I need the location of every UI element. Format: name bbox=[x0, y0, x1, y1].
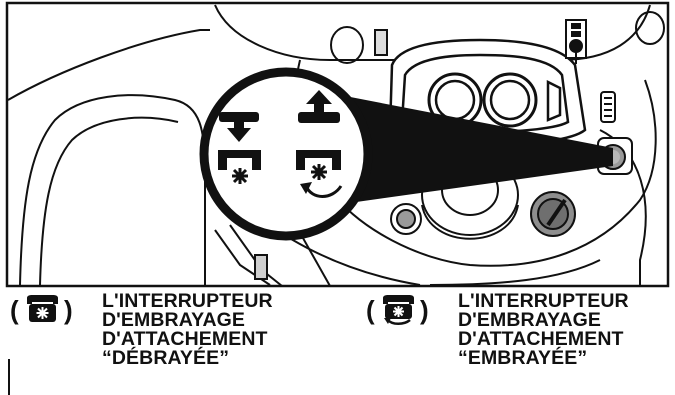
small-knob bbox=[390, 203, 422, 235]
callout-pointer bbox=[335, 95, 613, 205]
caption-line: L'INTERRUPTEUR bbox=[458, 290, 629, 312]
caption-line: D'ATTACHEMENT bbox=[458, 328, 624, 350]
dashboard-illustration bbox=[5, 1, 670, 288]
disengage-symbol-icon bbox=[218, 112, 261, 184]
svg-text:): ) bbox=[420, 295, 429, 325]
page-edge-line bbox=[8, 359, 10, 395]
caption-line: “DÉBRAYÉE” bbox=[102, 347, 230, 369]
caption-disengaged-text: L'INTERRUPTEUR D'EMBRAYAGE D'ATTACHEMENT… bbox=[102, 290, 332, 369]
gauge-cluster bbox=[388, 38, 587, 147]
svg-text:): ) bbox=[64, 295, 73, 325]
svg-text:(: ( bbox=[10, 295, 19, 325]
caption-engaged-text: L'INTERRUPTEUR D'EMBRAYAGE D'ATTACHEMENT… bbox=[458, 290, 675, 369]
caption-disengaged: ( ) L'INTERRUPTEUR D'EMBRAYAGE D'ATTACHE… bbox=[10, 291, 310, 395]
caption-engaged: ( ) L'INTERRUPTEUR D'EMBRAYAGE D'ATTACHE… bbox=[366, 290, 675, 395]
pto-disengaged-icon: ( ) bbox=[10, 295, 73, 325]
caption-line: D'EMBRAYAGE bbox=[102, 309, 245, 331]
throttle-lever bbox=[600, 91, 616, 123]
engage-symbol-icon bbox=[296, 90, 343, 198]
caption-line: D'EMBRAYAGE bbox=[458, 309, 601, 331]
seat-drawing bbox=[7, 29, 210, 286]
light-switch bbox=[565, 19, 587, 64]
caption-line: L'INTERRUPTEUR bbox=[102, 290, 273, 312]
caption-line: “EMBRAYÉE” bbox=[458, 347, 588, 369]
ignition-key bbox=[530, 191, 576, 237]
svg-text:(: ( bbox=[366, 295, 375, 325]
caption-line: D'ATTACHEMENT bbox=[102, 328, 268, 350]
pto-engaged-icon: ( ) bbox=[366, 295, 429, 325]
